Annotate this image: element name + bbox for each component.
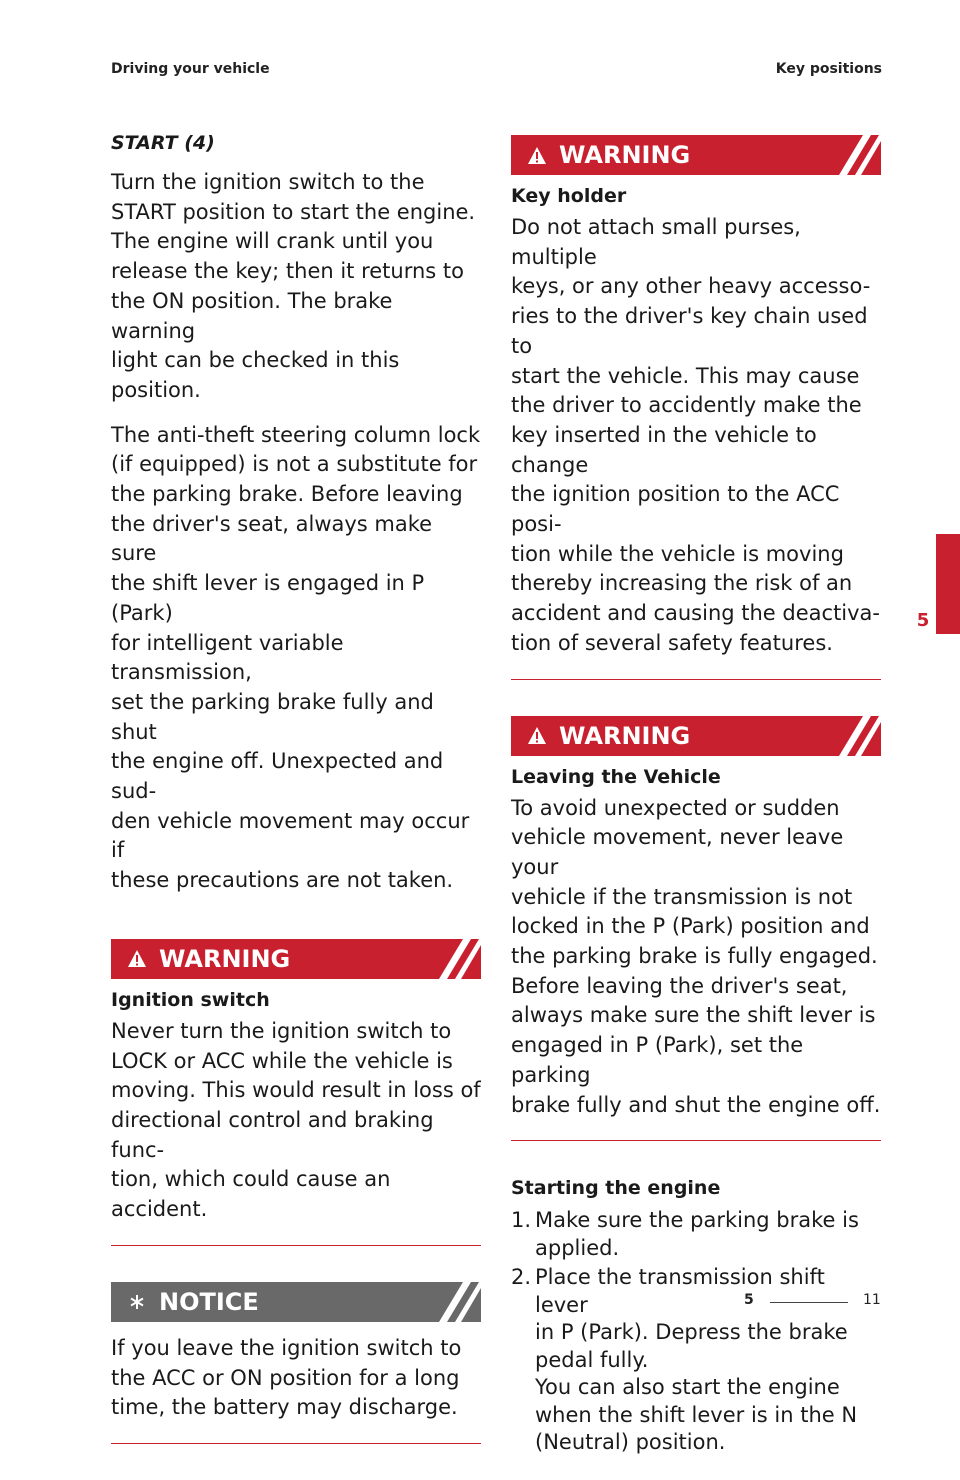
warning-banner-ignition: WARNING <box>111 938 481 979</box>
stripes-decoration <box>839 135 881 175</box>
warning-text: Do not attach small purses, multiple key… <box>511 215 881 655</box>
section-title: START (4) <box>111 132 215 154</box>
warning-triangle-icon <box>125 948 149 970</box>
left-column: START (4) Turn the ignition switch to th… <box>111 128 481 1480</box>
warning-label: WARNING <box>159 944 291 973</box>
warning-banner-key-holder: WARNING <box>511 135 881 175</box>
paragraph-start-position: Turn the ignition switch to the START po… <box>111 170 476 402</box>
stripes-decoration <box>439 1281 481 1322</box>
list-item: 1. Make sure the parking brake is applie… <box>511 1207 881 1262</box>
asterisk-icon <box>125 1291 149 1313</box>
warning-triangle-icon <box>525 725 549 747</box>
step-text: Make sure the parking brake is applied. <box>535 1208 859 1260</box>
paragraph-anti-theft: The anti-theft steering column lock (if … <box>111 422 481 893</box>
divider <box>111 1244 481 1246</box>
warning-text: To avoid unexpected or sudden vehicle mo… <box>511 795 881 1117</box>
warning-triangle-icon <box>525 144 549 166</box>
notice-banner: NOTICE <box>111 1281 481 1322</box>
starting-steps-list: 1. Make sure the parking brake is applie… <box>511 1207 881 1457</box>
step-number: 1. <box>511 1208 532 1233</box>
step-text: Place the transmission shift lever in P … <box>535 1265 858 1455</box>
warning-text: Never turn the ignition switch to LOCK o… <box>111 1018 481 1222</box>
footer-chapter-number: 5 <box>744 1292 754 1308</box>
footer-divider <box>770 1302 848 1303</box>
warning-subtitle: Key holder <box>511 185 627 207</box>
warning-subtitle: Leaving the Vehicle <box>511 765 721 788</box>
warning-label: WARNING <box>559 141 691 169</box>
divider <box>511 678 881 680</box>
stripes-decoration <box>439 938 481 979</box>
step-number: 2. <box>511 1265 532 1290</box>
running-header-right: Key positions <box>775 61 882 77</box>
list-item: 2. Place the transmission shift lever in… <box>511 1264 881 1457</box>
notice-label: NOTICE <box>159 1287 259 1316</box>
right-column: WARNING Key holder Do not attach small p… <box>511 128 881 1459</box>
divider <box>511 1140 881 1142</box>
warning-banner-leaving-vehicle: WARNING <box>511 715 881 756</box>
footer-page-number: 11 <box>863 1292 881 1308</box>
chapter-tab <box>936 534 960 634</box>
chapter-tab-number: 5 <box>916 610 930 631</box>
running-header-left: Driving your vehicle <box>111 61 270 77</box>
warning-subtitle: Ignition switch <box>111 988 270 1011</box>
warning-label: WARNING <box>559 721 691 750</box>
divider <box>111 1442 481 1444</box>
starting-engine-title: Starting the engine <box>511 1177 721 1200</box>
stripes-decoration <box>839 715 881 756</box>
notice-text: If you leave the ignition switch to the … <box>111 1335 462 1420</box>
